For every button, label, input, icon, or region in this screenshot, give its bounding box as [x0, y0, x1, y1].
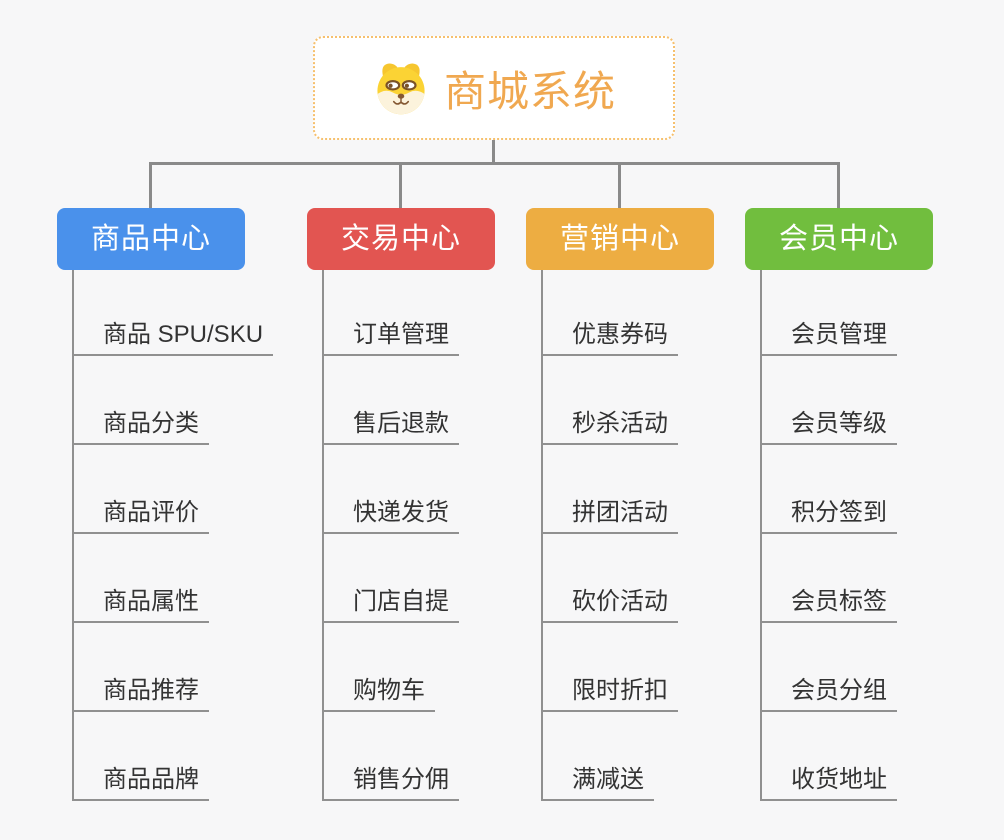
leaf-item[interactable]: 购物车	[322, 676, 435, 712]
connector-drop-transaction	[399, 162, 402, 210]
root-title: 商城系统	[443, 67, 616, 115]
leaf-item[interactable]: 会员管理	[760, 320, 897, 356]
branch-column-marketing: 营销中心 优惠券码 秒杀活动 拼团活动 砍价活动 限时折扣 满减送	[526, 208, 766, 818]
leaf-item[interactable]: 销售分佣	[322, 765, 459, 801]
branch-node-transaction[interactable]: 交易中心	[307, 208, 495, 270]
shiba-dog-icon	[372, 59, 430, 117]
leaf-item[interactable]: 砍价活动	[541, 587, 678, 623]
leaf-item[interactable]: 售后退款	[322, 409, 459, 445]
leaf-item[interactable]: 商品分类	[72, 409, 209, 445]
leaf-item[interactable]: 会员标签	[760, 587, 897, 623]
branch-node-member[interactable]: 会员中心	[745, 208, 933, 270]
leaf-item[interactable]: 订单管理	[322, 320, 459, 356]
leaf-item[interactable]: 商品属性	[72, 587, 209, 623]
branch-column-product: 商品中心 商品 SPU/SKU 商品分类 商品评价 商品属性 商品推荐 商品品牌	[57, 208, 297, 818]
branch-trunk-line	[760, 270, 762, 801]
connector-bus-line	[149, 162, 840, 165]
branch-node-marketing[interactable]: 营销中心	[526, 208, 714, 270]
root-node[interactable]: 商城系统	[313, 36, 675, 140]
branch-node-product[interactable]: 商品中心	[57, 208, 245, 270]
leaf-item[interactable]: 限时折扣	[541, 676, 678, 712]
leaf-item[interactable]: 门店自提	[322, 587, 459, 623]
leaf-item[interactable]: 商品评价	[72, 498, 209, 534]
leaf-item[interactable]: 商品 SPU/SKU	[72, 320, 274, 356]
connector-drop-product	[149, 162, 152, 210]
leaf-item[interactable]: 收货地址	[760, 765, 897, 801]
leaf-item[interactable]: 商品推荐	[72, 676, 209, 712]
leaf-item[interactable]: 优惠券码	[541, 320, 678, 356]
connector-root-stem	[492, 140, 495, 163]
leaf-item[interactable]: 积分签到	[760, 498, 897, 534]
connector-drop-member	[837, 162, 840, 210]
leaf-item[interactable]: 快递发货	[322, 498, 459, 534]
leaf-item[interactable]: 满减送	[541, 765, 654, 801]
branch-column-transaction: 交易中心 订单管理 售后退款 快递发货 门店自提 购物车 销售分佣	[307, 208, 547, 818]
connector-drop-marketing	[618, 162, 621, 210]
branch-trunk-line	[72, 270, 74, 801]
leaf-item[interactable]: 会员分组	[760, 676, 897, 712]
branch-trunk-line	[322, 270, 324, 801]
leaf-item[interactable]: 秒杀活动	[541, 409, 678, 445]
branch-column-member: 会员中心 会员管理 会员等级 积分签到 会员标签 会员分组 收货地址	[745, 208, 985, 818]
leaf-item[interactable]: 拼团活动	[541, 498, 678, 534]
leaf-item[interactable]: 商品品牌	[72, 765, 209, 801]
leaf-item[interactable]: 会员等级	[760, 409, 897, 445]
branch-trunk-line	[541, 270, 543, 801]
